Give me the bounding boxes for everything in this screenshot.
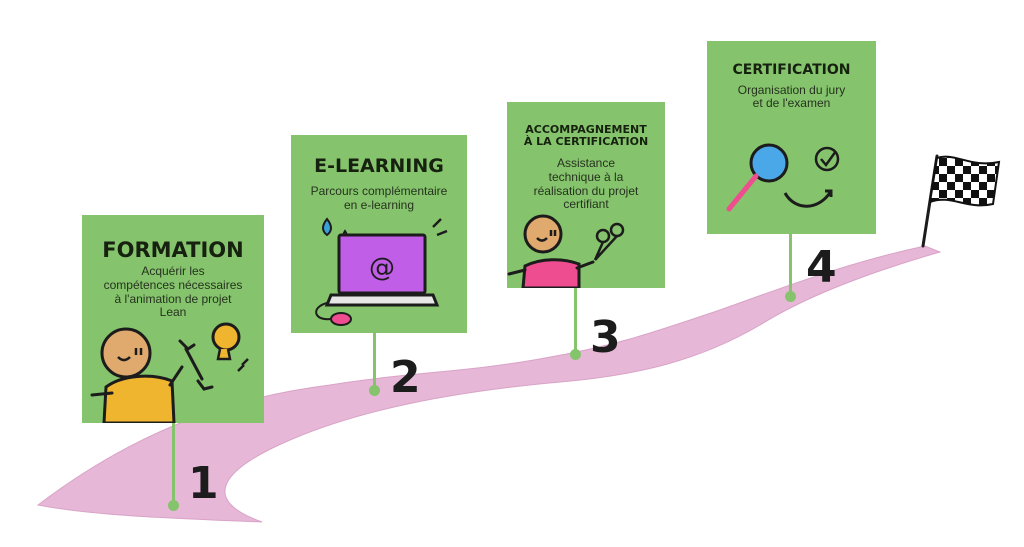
step-3-illustration xyxy=(507,214,625,288)
step-4-title: CERTIFICATION xyxy=(732,62,851,78)
step-1-illustration xyxy=(90,322,249,423)
step-1-desc-line-1: Acquérir les xyxy=(141,264,205,279)
step-3-title-line-2: À LA CERTIFICATION xyxy=(523,134,649,148)
magnifying-glass-icon xyxy=(726,143,789,212)
step-1-number: 1 xyxy=(188,458,219,509)
step-4-number: 4 xyxy=(806,242,837,293)
step-3-desc-line-4: certifiant xyxy=(563,197,609,212)
step-3-title-line-1: ACCOMPAGNEMENT xyxy=(525,123,647,136)
person-icon xyxy=(90,327,184,423)
wrench-icon xyxy=(178,339,214,391)
step-2-desc-line-1: Parcours complémentaire xyxy=(310,183,448,198)
check-circle-icon xyxy=(814,146,840,172)
step-2-illustration: @ xyxy=(315,217,448,326)
step-2-card: @ E-LEARNING Parcours complémentaire en … xyxy=(291,135,467,333)
step-4-dot xyxy=(785,291,796,302)
step-3-desc-line-3: réalisation du projet xyxy=(533,183,639,198)
step-4-desc-line-2: et de l'examen xyxy=(752,96,831,111)
step-4-desc-line-1: Organisation du jury xyxy=(737,82,846,97)
step-4-stem xyxy=(789,232,792,294)
step-3-stem xyxy=(574,286,577,352)
step-1-dot xyxy=(168,500,179,511)
laptop-icon xyxy=(324,233,440,307)
step-4-illustration xyxy=(726,143,840,212)
person-icon xyxy=(507,214,595,288)
step-3-desc-line-1: Assistance xyxy=(556,156,616,171)
step-1-card: FORMATION Acquérir les compétences néces… xyxy=(82,215,264,423)
step-1-desc-line-2: compétences nécessaires xyxy=(103,277,243,292)
step-2-stem xyxy=(373,332,376,388)
balloons-icon xyxy=(593,222,625,261)
step-4-card: CERTIFICATION Organisation du jury et de… xyxy=(707,41,876,234)
step-3-card: ACCOMPAGNEMENT À LA CERTIFICATION Assist… xyxy=(507,102,665,288)
step-1-desc-line-4: Lean xyxy=(159,305,187,320)
checkered-flag-icon xyxy=(921,154,1001,248)
lightbulb-icon xyxy=(211,322,249,372)
step-3-number: 3 xyxy=(590,312,621,363)
mouse-icon xyxy=(315,302,352,326)
road-shape xyxy=(36,245,942,523)
step-3-dot xyxy=(570,349,581,360)
at-sign-icon: @ xyxy=(369,253,395,283)
step-2-title: E-LEARNING xyxy=(314,155,444,177)
step-1-title: FORMATION xyxy=(102,238,244,262)
step-3-desc-line-2: technique à la xyxy=(548,169,624,184)
step-2-number: 2 xyxy=(390,352,421,403)
step-1-desc-line-3: à l'animation de projet xyxy=(114,291,232,306)
step-2-dot xyxy=(369,385,380,396)
step-1-stem xyxy=(172,420,175,505)
step-2-desc-line-2: en e-learning xyxy=(343,197,415,212)
